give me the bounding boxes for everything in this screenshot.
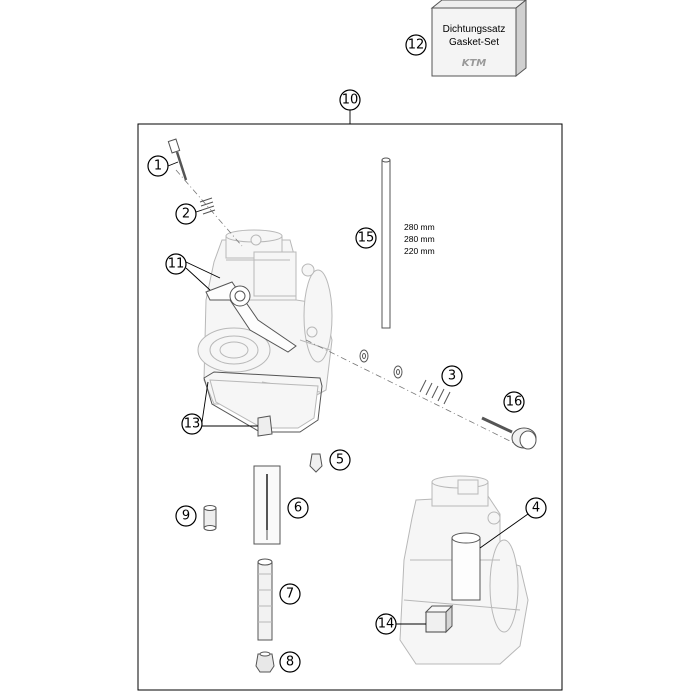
callout-5: 5 [329, 449, 351, 471]
svg-text:5: 5 [336, 453, 344, 468]
needle-length-2: 280 mm [404, 234, 435, 244]
part-main-jet-8 [255, 651, 275, 673]
callout-8: 8 [279, 651, 301, 673]
svg-text:16: 16 [506, 395, 523, 410]
ktm-logo: KTM [462, 58, 487, 69]
svg-text:2: 2 [182, 207, 190, 222]
part-jet-needle-6 [253, 465, 281, 545]
svg-text:14: 14 [378, 617, 395, 632]
gasket-box-line1: Dichtungssatz [443, 24, 506, 35]
callout-2: 2 [175, 203, 203, 225]
svg-text:15: 15 [358, 231, 375, 246]
svg-text:4: 4 [532, 501, 540, 516]
callout-14: 14 [375, 613, 426, 635]
callout-7: 7 [279, 583, 301, 605]
callout-10: 10 [339, 89, 361, 124]
carburetor-body-upper [197, 229, 333, 405]
svg-text:11: 11 [168, 257, 185, 272]
callout-15: 15 [355, 227, 377, 249]
callout-3: 3 [441, 365, 463, 387]
throttle-lever [205, 281, 297, 353]
gasket-box-line2: Gasket-Set [449, 37, 499, 48]
part-pilot-jet-9 [203, 505, 217, 531]
svg-text:3: 3 [448, 369, 456, 384]
needle-length-3: 220 mm [404, 246, 435, 256]
svg-text:7: 7 [286, 587, 294, 602]
part-needle-rod-15: 280 mm 280 mm 220 mm [381, 157, 435, 329]
svg-text:13: 13 [184, 417, 201, 432]
svg-text:1: 1 [154, 159, 162, 174]
washer-small-1 [359, 349, 369, 363]
part-spring-2 [199, 197, 216, 215]
axis-top-screw [175, 169, 243, 247]
part-slide-4 [451, 532, 481, 601]
svg-text:6: 6 [294, 501, 302, 516]
callout-11: 11 [165, 253, 221, 291]
part-screw-1 [167, 138, 188, 181]
kit-frame [137, 123, 563, 691]
part-idle-screw-16 [481, 416, 537, 450]
svg-text:12: 12 [408, 38, 425, 53]
svg-text:10: 10 [342, 93, 359, 108]
callout-12: 12 [405, 34, 427, 56]
svg-text:8: 8 [286, 655, 294, 670]
callout-6: 6 [287, 497, 309, 519]
svg-text:9: 9 [182, 509, 190, 524]
callout-13: 13 [181, 381, 258, 435]
part-jet-5 [309, 453, 323, 473]
part-needle-jet-7 [257, 558, 273, 641]
float-bowl-gasket [203, 371, 323, 437]
callout-4: 4 [479, 497, 547, 549]
gasket-set-box: Dichtungssatz Gasket-Set KTM [430, 0, 527, 78]
callout-9: 9 [175, 505, 197, 527]
needle-length-1: 280 mm [404, 222, 435, 232]
axis-idle-screw [305, 339, 521, 447]
callout-1: 1 [147, 155, 179, 177]
callout-16: 16 [503, 391, 525, 413]
washer-small-2 [393, 365, 403, 379]
part-float-14 [424, 604, 454, 634]
part-spring-3 [419, 379, 451, 405]
